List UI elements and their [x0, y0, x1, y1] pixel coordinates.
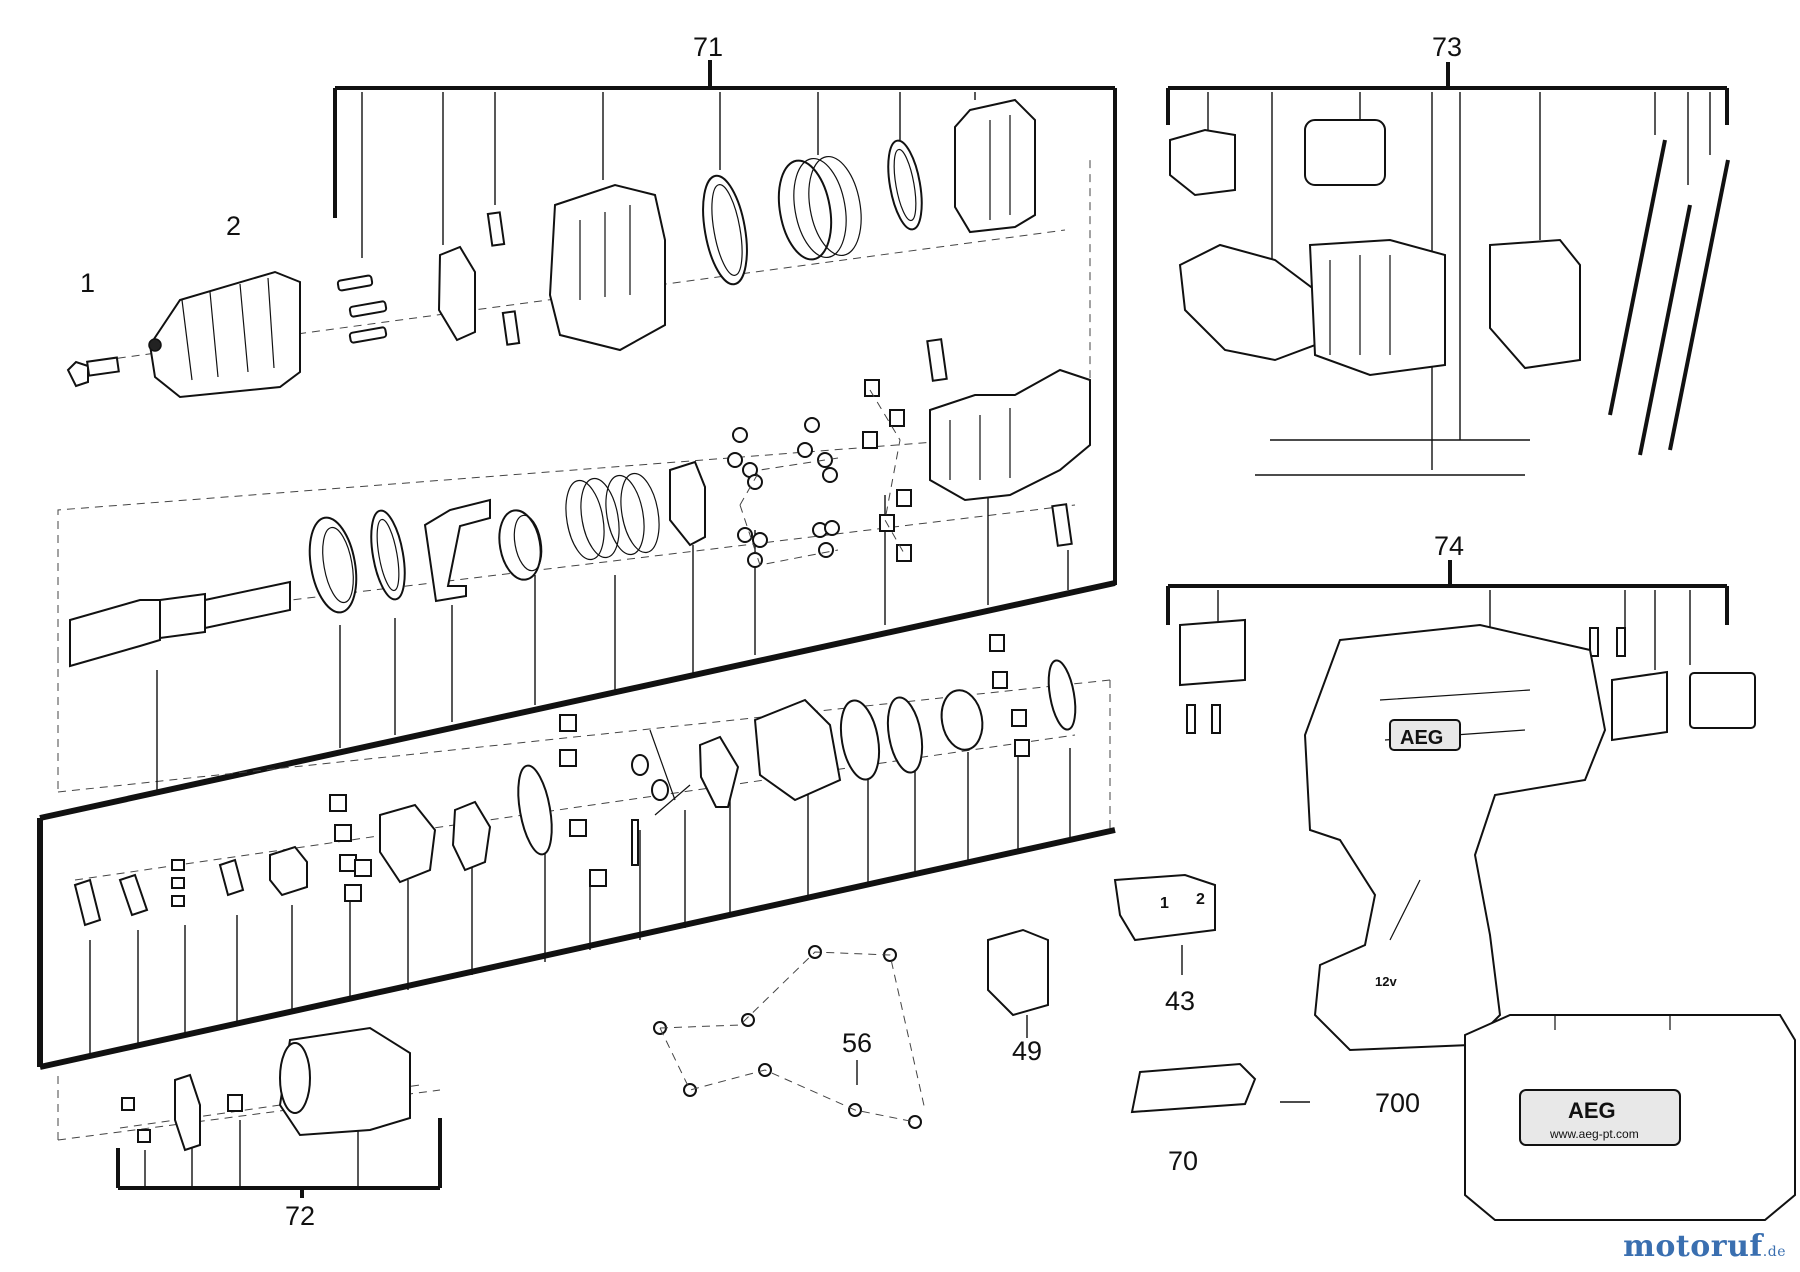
screws-set	[336, 274, 388, 344]
clutch-balls	[727, 417, 840, 568]
planet-gears-lower	[73, 634, 1077, 927]
carry-case: AEG www.aeg-pt.com	[1464, 1014, 1796, 1221]
bearing-middle	[308, 516, 358, 614]
speed-selector: 1 2	[1113, 873, 1216, 942]
bracket-72	[116, 1118, 442, 1198]
case-aeg-logo: AEG	[1568, 1098, 1616, 1123]
gear-carrier-top	[437, 245, 476, 342]
pin-small-mid	[926, 338, 1073, 547]
spring-ring	[702, 174, 748, 286]
washer-middle	[370, 509, 406, 601]
selector-marking-1: 1	[1160, 895, 1169, 912]
label-74: 74	[1434, 531, 1464, 561]
case-url: www.aeg-pt.com	[1549, 1127, 1639, 1141]
label-73: 73	[1432, 32, 1462, 62]
chuck-screw	[66, 356, 120, 388]
belt-clip-part	[987, 928, 1049, 1017]
watermark-brand: motoruf	[1623, 1229, 1763, 1264]
bracket-74	[1166, 560, 1729, 670]
ring-gear-housing	[954, 98, 1036, 234]
housing-voltage-marking: 12v	[1375, 974, 1397, 989]
motor-parts	[121, 1026, 411, 1152]
label-70: 70	[1168, 1146, 1198, 1176]
label-71: 71	[693, 32, 723, 62]
clip-bracket	[423, 498, 491, 603]
clutch-gear	[498, 509, 543, 581]
label-49: 49	[1012, 1036, 1042, 1066]
screws-loose	[653, 945, 926, 1129]
drill-housing: AEG 12v	[1303, 623, 1607, 1052]
bracket-73	[1166, 62, 1729, 470]
housing-small-parts	[1179, 618, 1756, 742]
frame-71	[37, 580, 1116, 1070]
clutch-springs	[565, 472, 660, 561]
gearbox-housing	[929, 368, 1091, 502]
switch-parts	[1169, 119, 1730, 476]
clutch-plate	[669, 460, 706, 547]
torque-collar	[548, 183, 666, 352]
label-43: 43	[1165, 986, 1195, 1016]
label-plate	[1130, 1062, 1257, 1114]
label-1: 1	[80, 268, 95, 298]
washer-top	[887, 139, 923, 231]
watermark-tld: .de	[1762, 1244, 1786, 1260]
label-72: 72	[285, 1201, 315, 1231]
clutch-pins	[862, 379, 912, 562]
selector-marking-2: 2	[1196, 891, 1205, 908]
coil-spring-top	[777, 155, 862, 261]
leader-lines	[89, 395, 1310, 1103]
drill-chuck	[148, 270, 301, 399]
housing-aeg-logo: AEG	[1400, 727, 1443, 749]
spindle-shaft	[69, 580, 291, 668]
small-pins-top	[486, 211, 521, 346]
label-56: 56	[842, 1028, 872, 1058]
label-2: 2	[226, 211, 241, 241]
label-700: 700	[1375, 1088, 1420, 1118]
bracket-71	[333, 60, 1117, 585]
motoruf-watermark: motoruf.de	[1623, 1229, 1786, 1264]
